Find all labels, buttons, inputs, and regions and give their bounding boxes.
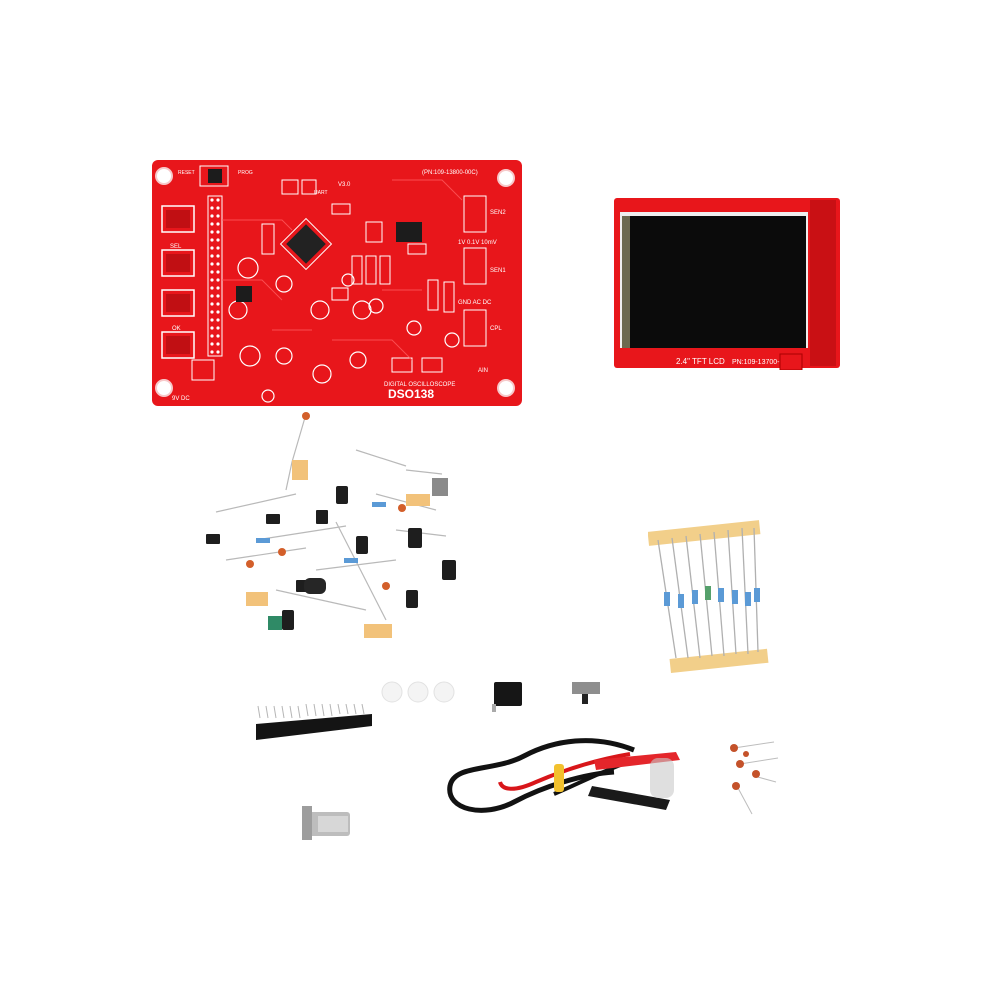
svg-text:RESET: RESET	[178, 170, 195, 176]
svg-text:UART: UART	[314, 190, 328, 196]
slide-switch	[570, 676, 602, 706]
svg-text:DSO138: DSO138	[388, 387, 434, 401]
svg-text:GND AC DC: GND AC DC	[458, 300, 492, 306]
svg-text:(PN:109-13800-00C): (PN:109-13800-00C)	[422, 170, 478, 176]
main-pcb-board: (PN:109-13800-00C) V3.0 RESET PROG OK SE…	[152, 160, 522, 406]
ceramic-capacitors	[724, 736, 784, 816]
test-probe-cable	[444, 730, 684, 830]
dc-jack	[490, 678, 526, 714]
lcd-module: 2.4" TFT LCD PN:109-13700-	[614, 198, 840, 370]
resistor-strip	[648, 518, 772, 674]
svg-text:SEN1: SEN1	[490, 268, 506, 274]
svg-text:PROG: PROG	[238, 170, 253, 176]
button-caps	[380, 678, 460, 708]
svg-text:V3.0: V3.0	[338, 182, 351, 188]
svg-text:OK: OK	[172, 326, 181, 332]
svg-text:1V 0.1V 10mV: 1V 0.1V 10mV	[458, 240, 497, 246]
svg-text:SEN2: SEN2	[490, 210, 506, 216]
svg-text:2.4" TFT LCD: 2.4" TFT LCD	[676, 357, 725, 366]
lcd-screen	[630, 216, 806, 348]
svg-text:DIGITAL OSCILLOSCOPE: DIGITAL OSCILLOSCOPE	[384, 382, 455, 388]
svg-text:CPL: CPL	[490, 326, 502, 332]
svg-text:AIN: AIN	[478, 368, 488, 374]
pin-header	[254, 704, 374, 746]
svg-text:SEL: SEL	[170, 244, 182, 250]
loose-components	[196, 410, 466, 650]
svg-text:9V DC: 9V DC	[172, 396, 190, 402]
svg-text:PN:109-13700-: PN:109-13700-	[732, 359, 780, 366]
bnc-connector	[298, 802, 356, 844]
